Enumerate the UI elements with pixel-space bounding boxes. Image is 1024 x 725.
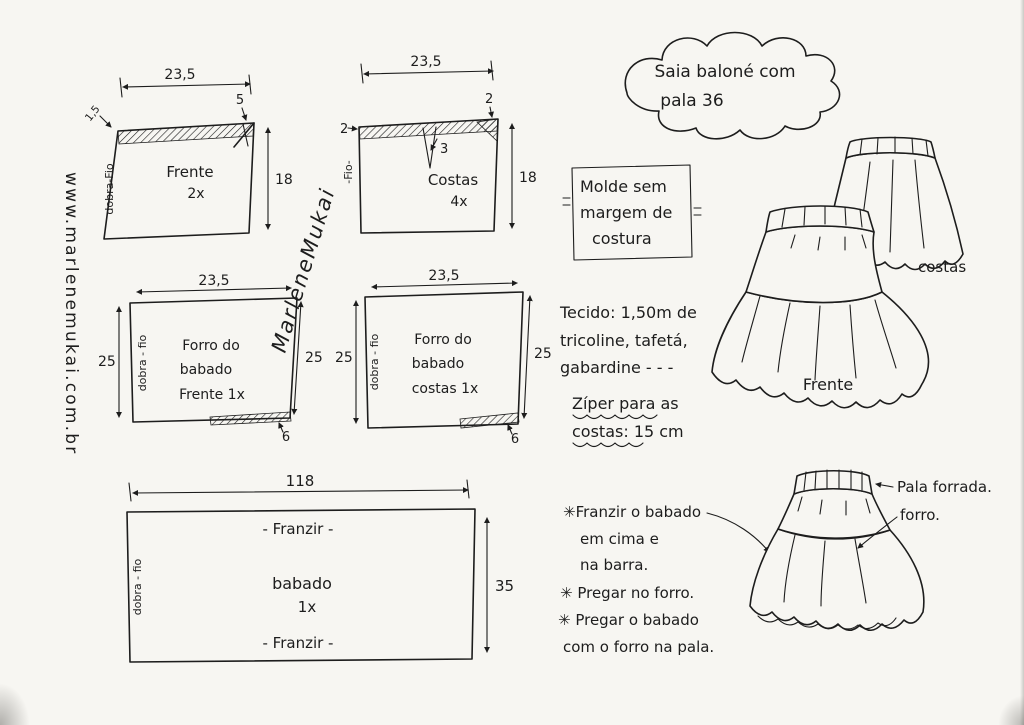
forro-frente-grainline-label: dobra - fio: [136, 334, 149, 391]
dim-costas-notch-left: 2: [340, 122, 348, 137]
frente-name: Frente: [166, 163, 213, 181]
pattern-title-line1: Saia baloné com: [654, 62, 795, 82]
dim-frente-height: 18: [275, 172, 293, 188]
dim-costas-dart: 3: [440, 142, 448, 157]
assembly-note-line3: na barra.: [580, 556, 648, 574]
pattern-title-line2: pala 36: [660, 91, 723, 111]
assembly-note-line5: ✳ Pregar o babado: [558, 611, 699, 629]
fabric-notes: Tecido: 1,50m de tricoline, tafetá, gaba…: [559, 303, 697, 377]
assembly-note-line4: ✳ Pregar no forro.: [560, 584, 694, 602]
dim-forro-frente-right: 25: [305, 350, 323, 366]
piece-costas: 3 2 2 23,5 18 -Fio- Costas 4x: [340, 54, 537, 234]
sketch-front-label: Frente: [803, 375, 853, 394]
callout-lining-label: forro.: [900, 506, 940, 524]
callout-yoke-label: Pala forrada.: [897, 478, 992, 496]
designer-signature: MarleneMukai: [267, 185, 340, 355]
title-cloud: Saia baloné com pala 36: [624, 31, 841, 140]
dim-costas-notch-right: 2: [485, 92, 493, 107]
babado-franzir-bottom: - Franzir -: [263, 634, 334, 652]
babado-name: babado: [272, 574, 332, 593]
dim-babado-width: 118: [286, 472, 315, 490]
forro-frente-line1: Forro do: [182, 338, 240, 354]
frente-grainline-label: dobra-Fio: [103, 163, 116, 215]
assembly-note-line6: com o forro na pala.: [563, 638, 714, 656]
sketch-skirt-callouts: Pala forrada. forro.: [749, 469, 992, 632]
costas-qty: 4x: [450, 194, 467, 210]
forro-costas-grainline-label: dobra - fio: [368, 333, 381, 390]
assembly-note-line1: ✳Franzir o babado: [563, 503, 701, 521]
piece-babado: 118 - Franzir - babado 1x - Franzir - 35…: [126, 472, 514, 663]
assembly-notes: ✳Franzir o babado em cima e na barra. ✳ …: [558, 503, 770, 656]
fabric-note-line3: gabardine - - -: [560, 358, 673, 377]
dim-costas-height: 18: [519, 170, 537, 186]
zipper-note-line1: Zíper para as: [572, 394, 679, 413]
forro-costas-line1: Forro do: [414, 332, 472, 348]
dim-forro-costas-width: 23,5: [428, 268, 459, 284]
dim-frente-width: 23,5: [164, 67, 195, 83]
dim-forro-frente-left: 25: [98, 354, 116, 370]
sketch-skirt-front: Frente: [711, 205, 930, 409]
piece-forro-costas: 23,5 25 25 6 dobra - fio Forro do babado…: [335, 268, 552, 447]
forro-costas-line2: babado: [412, 356, 464, 372]
dim-forro-frente-width: 23,5: [198, 273, 229, 289]
piece-frente: 23,5 5 1,5 18 dobra-Fio Frente 2x: [83, 67, 293, 240]
babado-franzir-top: - Franzir -: [263, 520, 334, 538]
dim-forro-costas-right: 25: [534, 346, 552, 362]
dim-costas-width: 23,5: [410, 54, 441, 70]
frente-qty: 2x: [187, 186, 204, 202]
dim-forro-costas-bottom: 6: [511, 432, 519, 447]
piece-forro-frente: 23,5 25 25 6 dobra - fio Forro do babado…: [98, 273, 323, 445]
assembly-note-line2: em cima e: [580, 530, 659, 548]
website-watermark: www.marlenemukai.com.br: [61, 172, 81, 455]
molde-note-line1: Molde sem: [580, 177, 667, 196]
dim-forro-frente-bottom: 6: [282, 430, 290, 445]
babado-grainline-label: dobra - fio: [131, 558, 144, 615]
babado-qty: 1x: [298, 598, 317, 616]
sketch-back-label: costas: [918, 258, 966, 276]
costas-grainline-label: -Fio-: [342, 160, 355, 183]
forro-frente-line2: babado: [180, 362, 232, 378]
forro-costas-line3: costas 1x: [412, 381, 479, 397]
dim-frente-notch-left: 1,5: [83, 103, 103, 124]
molde-note-line3: costura: [592, 229, 652, 248]
dim-frente-notch-right: 5: [236, 93, 244, 108]
fabric-note-line1: Tecido: 1,50m de: [559, 303, 697, 322]
molde-note-line2: margem de: [580, 203, 672, 222]
fabric-note-line2: tricoline, tafetá,: [560, 331, 688, 350]
dim-forro-costas-left: 25: [335, 350, 353, 366]
zipper-notes: Zíper para as costas: 15 cm: [572, 394, 684, 448]
seam-allowance-note: Molde sem margem de costura: [562, 164, 702, 261]
zipper-note-line2: costas: 15 cm: [572, 422, 684, 441]
dim-babado-height: 35: [495, 577, 514, 595]
costas-name: Costas: [428, 171, 479, 189]
forro-frente-line3: Frente 1x: [179, 387, 245, 403]
